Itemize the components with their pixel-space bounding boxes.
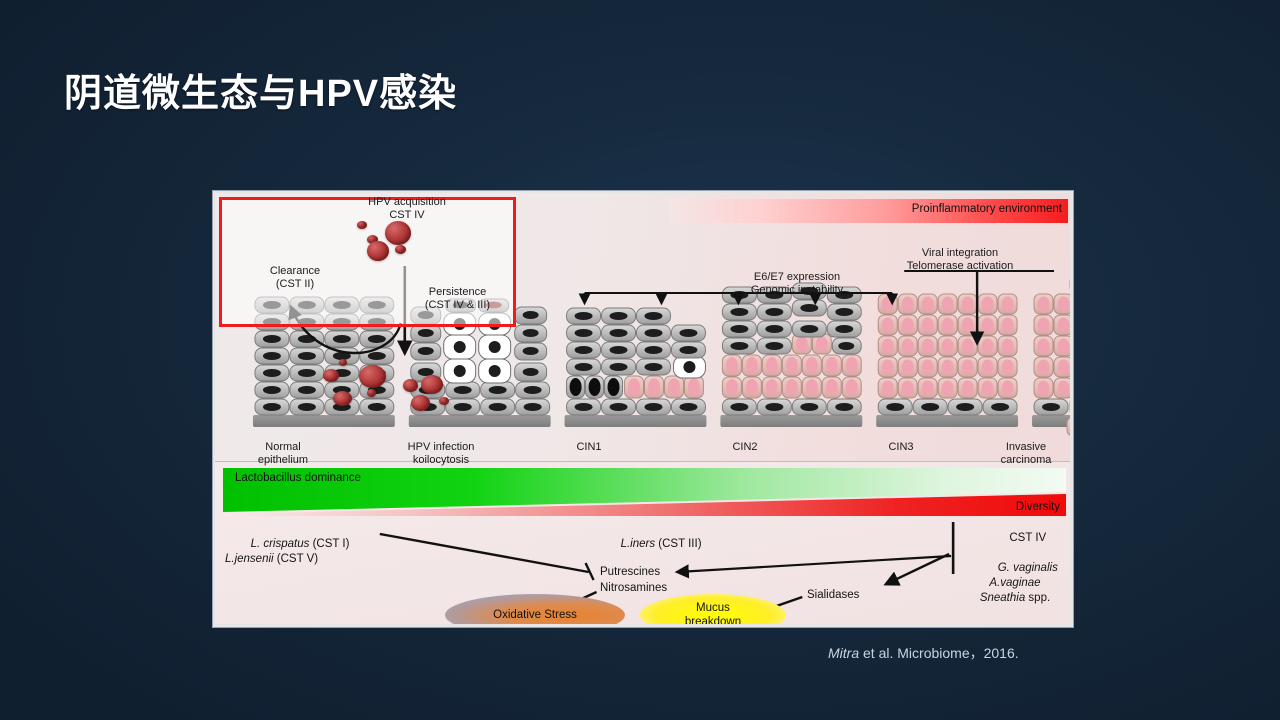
stage-label-hpv: HPV infection koilocytosis: [407, 441, 475, 466]
stage-label-invasive: Invasive carcinoma: [1000, 441, 1052, 466]
citation: Mitra et al. Microbiome，2016.: [828, 643, 1019, 663]
oxidative-stress-node: Oxidative Stress: [445, 594, 625, 624]
virus-particle: [357, 221, 367, 229]
virus-particle: [339, 359, 347, 366]
stage-labels-row: Normal epithelium HPV infection koilocyt…: [215, 441, 1070, 475]
virus-particle: [439, 397, 449, 405]
citation-rest: et al. Microbiome，2016.: [859, 645, 1019, 661]
virus-particle: [421, 375, 443, 394]
e6e7-expression-label: E6/E7 expression Genomic instability: [750, 271, 844, 296]
proinflammatory-label: Proinflammatory environment: [911, 203, 1062, 215]
virus-particle: [411, 395, 430, 411]
citation-author: Mitra: [828, 645, 860, 661]
virus-particle: [367, 241, 389, 261]
virus-particle: [403, 379, 418, 392]
microbiome-arrows: [379, 522, 955, 624]
virus-particle: [359, 365, 386, 388]
proinflammatory-gradient-bar: Proinflammatory environment: [670, 199, 1068, 223]
persistence-label: Persistence (CST IV & III): [424, 286, 491, 311]
stage-label-cin3: CIN3: [888, 441, 914, 453]
stage-label-cin2: CIN2: [732, 441, 758, 453]
epithelium-progression-panel: Proinflammatory environment: [215, 193, 1070, 466]
viral-integration-label: Viral integration Telomerase activation: [906, 247, 1014, 272]
cst-iii-label: L.iners (CST III): [620, 537, 702, 550]
virus-particle: [395, 245, 406, 254]
dominance-diversity-gradient: Lactobacillus dominance Diversity: [223, 468, 1066, 516]
virus-particle: [333, 391, 352, 406]
lactobacillus-dominance-label: Lactobacillus dominance: [235, 472, 361, 484]
virus-particle: [385, 221, 411, 245]
virus-particle: [323, 369, 339, 382]
hpv-acquisition-label: HPV acquisition CST IV: [368, 196, 446, 221]
cst-iv-title: CST IV: [1009, 531, 1047, 544]
microbiome-panel: Lactobacillus dominance Diversity: [215, 461, 1070, 624]
putrescines-nitrosamines-label: Putrescines Nitrosamines: [600, 566, 668, 594]
cst-i-v-label: L. crispatus (CST I)L.jensenii (CST V): [225, 537, 350, 565]
diversity-label: Diversity: [1015, 501, 1060, 513]
figure-image: Proinflammatory environment: [212, 190, 1074, 628]
virus-particle: [367, 389, 376, 397]
virus-particle: [367, 235, 378, 244]
stage-label-cin1: CIN1: [576, 441, 602, 453]
sialidases-label: Sialidases: [807, 589, 860, 601]
page-title: 阴道微生态与HPV感染: [64, 73, 458, 115]
stage-label-normal: Normal epithelium: [257, 441, 309, 466]
mucus-breakdown-node: Mucus breakdown: [640, 594, 786, 624]
figure-canvas: Proinflammatory environment: [215, 193, 1070, 624]
clearance-label: Clearance (CST II): [269, 265, 321, 290]
